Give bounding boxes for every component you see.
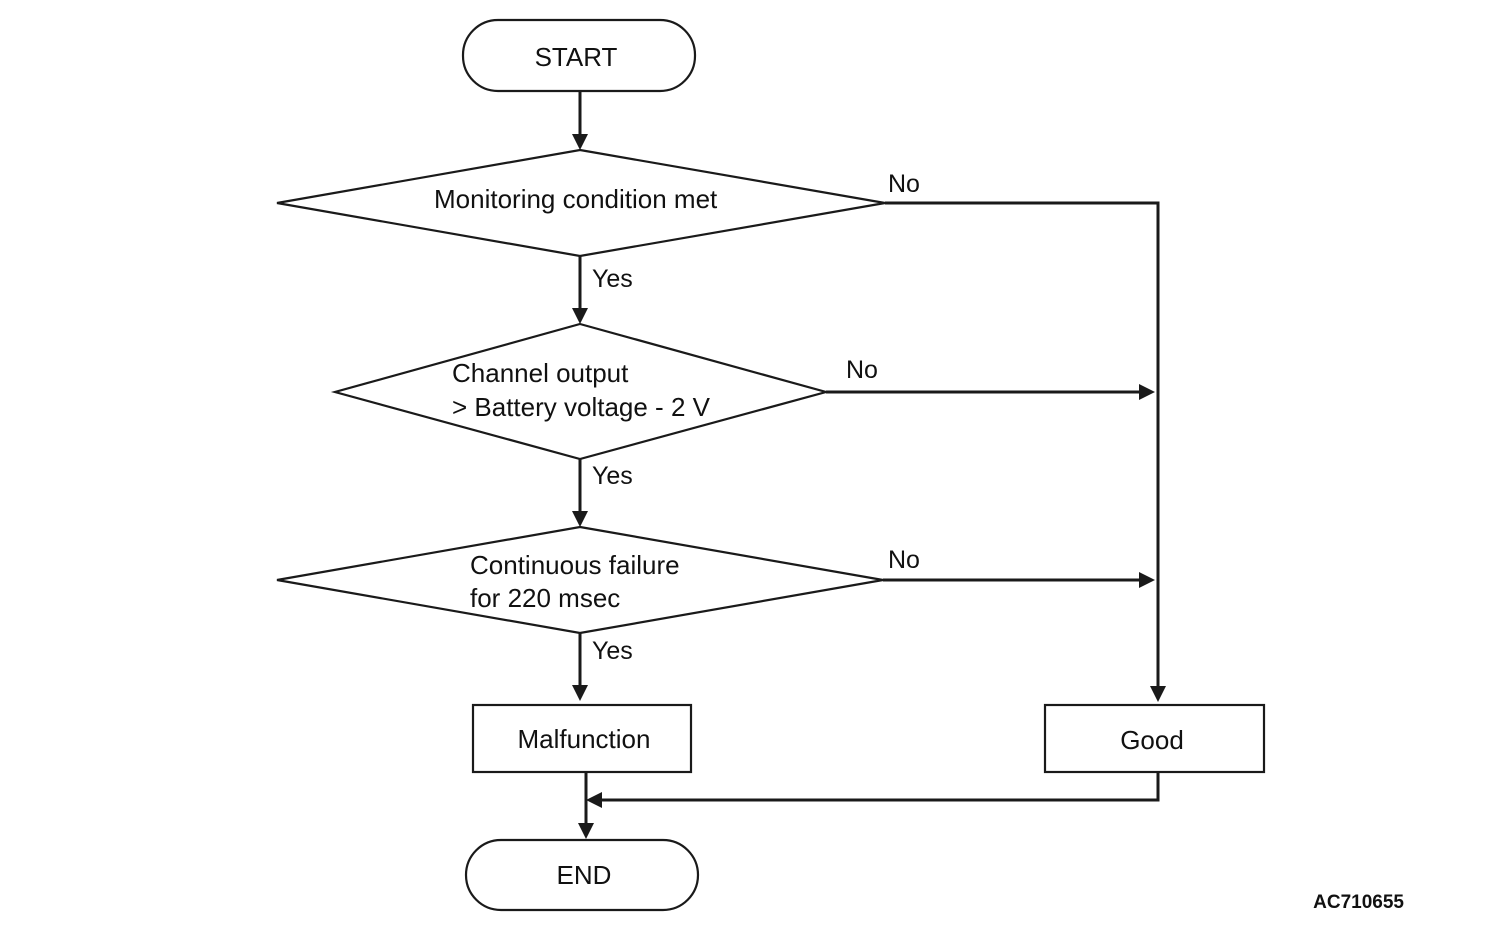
edge-good-to-end	[600, 772, 1160, 802]
decision-channel-output-line-2: > Battery voltage - 2 V	[452, 392, 711, 422]
figure-id: AC710655	[1313, 892, 1404, 913]
decision-continuous-failure-shape	[276, 525, 884, 635]
good-box-shape	[1043, 703, 1266, 774]
yes-label-continuous-failure: Yes	[592, 637, 633, 665]
no-label-condition: No	[888, 170, 920, 198]
end-terminal: END	[464, 838, 700, 912]
no-label-continuous-failure: No	[888, 546, 920, 574]
arrow-head-down	[572, 685, 588, 701]
arrow-head-left	[586, 792, 602, 808]
decision-monitoring-condition-label: Monitoring condition met	[434, 184, 718, 214]
good-box: Good	[1043, 703, 1266, 774]
arrow-head-right	[1139, 572, 1155, 588]
no-label-channel-output: No	[846, 356, 878, 384]
good-box-label: Good	[1120, 725, 1184, 755]
arrow-head-down	[578, 823, 594, 839]
arrow-head-down	[1150, 686, 1166, 702]
malfunction-box-label: Malfunction	[518, 724, 651, 754]
start-terminal-label: START	[535, 42, 618, 72]
end-terminal-shape	[464, 838, 700, 912]
yes-label-condition: Yes	[592, 265, 633, 293]
arrow-head-right	[1139, 384, 1155, 400]
yes-label-channel-output: Yes	[592, 462, 633, 490]
start-terminal: START	[461, 18, 697, 93]
arrow-head-down	[572, 134, 588, 150]
decision-continuous-failure-line-2: for 220 msec	[470, 583, 620, 613]
arrow-head-down	[572, 511, 588, 527]
arrow-head-down	[572, 308, 588, 324]
malfunction-box-shape	[471, 703, 693, 774]
end-terminal-label: END	[557, 860, 612, 890]
decision-channel-output: Channel output > Battery voltage - 2 V	[330, 322, 831, 461]
edge-condition-no	[885, 201, 1160, 688]
decision-continuous-failure-line-1: Continuous failure	[470, 550, 680, 580]
malfunction-box: Malfunction	[471, 703, 693, 774]
decision-monitoring-condition: Monitoring condition met	[276, 148, 886, 258]
decision-channel-output-line-1: Channel output	[452, 358, 629, 388]
decision-continuous-failure: Continuous failure for 220 msec	[276, 525, 884, 635]
